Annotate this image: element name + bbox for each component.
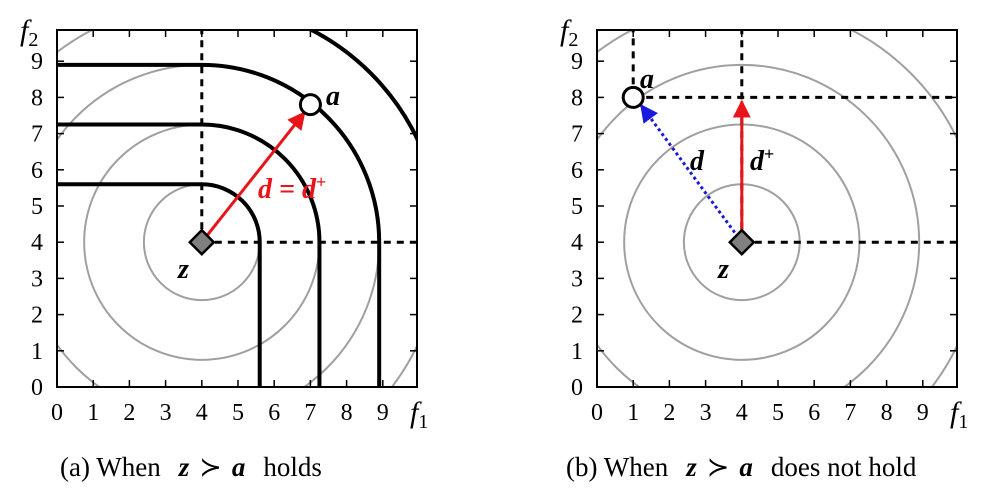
x-tick-label: 9 bbox=[377, 400, 389, 426]
y-tick-label: 5 bbox=[571, 194, 583, 220]
panel-b-caption-a: a bbox=[739, 452, 753, 482]
x-tick-label: 8 bbox=[881, 400, 893, 426]
y-tick-label: 1 bbox=[571, 339, 583, 365]
panel-b-dplus-main: d bbox=[750, 146, 765, 177]
panel-a-vector-label-main: d = d bbox=[258, 174, 317, 205]
x-tick-label: 8 bbox=[341, 400, 353, 426]
panel-a-caption-prefix: (a) When bbox=[60, 452, 161, 482]
x-tick-label: 4 bbox=[736, 400, 748, 426]
x-tick-label: 0 bbox=[591, 400, 603, 426]
x-tick-label: 3 bbox=[160, 400, 172, 426]
x-tick-label: 2 bbox=[663, 400, 675, 426]
y-tick-label: 8 bbox=[31, 85, 43, 111]
panel-b-y-axis-label: f2 bbox=[560, 14, 578, 51]
panel-b-y-axis-sub: 2 bbox=[568, 29, 578, 51]
panel-b-a-marker bbox=[621, 85, 645, 109]
panel-b-z-marker bbox=[728, 228, 756, 256]
panel-b-caption-rel: ≻ bbox=[707, 452, 730, 482]
y-tick-label: 9 bbox=[31, 49, 43, 75]
y-tick-label: 0 bbox=[31, 375, 43, 401]
y-tick-label: 3 bbox=[31, 266, 43, 292]
panel-a-x-axis-sub: 1 bbox=[418, 411, 428, 433]
panel-a-vector-d bbox=[200, 111, 306, 244]
panel-b-d-label: d bbox=[690, 146, 705, 177]
x-tick-label: 1 bbox=[627, 400, 639, 426]
y-tick-label: 3 bbox=[571, 266, 583, 292]
y-tick-label: 0 bbox=[571, 375, 583, 401]
panel-a-black-contours bbox=[57, 30, 417, 387]
panel-a-y-axis-sub: 2 bbox=[28, 29, 38, 51]
x-tick-label: 4 bbox=[196, 400, 208, 426]
panel-a-x-axis-label: f1 bbox=[410, 396, 428, 433]
x-tick-label: 1 bbox=[87, 400, 99, 426]
panel-b-caption-prefix: (b) When bbox=[566, 452, 669, 482]
panel-b-caption: (b) When z ≻ a does not hold bbox=[566, 452, 917, 482]
y-tick-label: 7 bbox=[31, 122, 43, 148]
panel-b-dashed-lines bbox=[631, 30, 957, 244]
panel-b-z-label: z bbox=[717, 254, 729, 285]
panel-a-caption-rel: ≻ bbox=[199, 452, 222, 482]
panel-b-frame bbox=[596, 29, 958, 388]
y-tick-label: 6 bbox=[571, 158, 583, 184]
panel-a-frame bbox=[56, 29, 418, 388]
panel-b-vector-d bbox=[639, 103, 744, 244]
y-tick-label: 2 bbox=[571, 303, 583, 329]
y-tick-label: 5 bbox=[31, 194, 43, 220]
x-tick-label: 7 bbox=[844, 400, 856, 426]
panel-b-x-axis-sub: 1 bbox=[958, 411, 968, 433]
panel-a-caption-z: z bbox=[178, 452, 190, 482]
panel-b-caption-z: z bbox=[685, 452, 697, 482]
panel-b-a-label: a bbox=[640, 64, 654, 95]
x-tick-label: 6 bbox=[268, 400, 280, 426]
black-contour bbox=[57, 62, 382, 387]
panel-a-y-axis-label: f2 bbox=[20, 14, 38, 51]
black-contour bbox=[57, 182, 262, 387]
x-tick-label: 2 bbox=[123, 400, 135, 426]
y-tick-label: 2 bbox=[31, 303, 43, 329]
y-tick-label: 6 bbox=[31, 158, 43, 184]
y-tick-label: 1 bbox=[31, 339, 43, 365]
panel-a-caption: (a) When z ≻ a holds bbox=[60, 452, 322, 482]
x-tick-label: 7 bbox=[304, 400, 316, 426]
y-tick-label: 4 bbox=[31, 230, 43, 256]
x-tick-label: 3 bbox=[700, 400, 712, 426]
panel-a-z-marker bbox=[188, 228, 216, 256]
gray-contour-circle bbox=[597, 63, 921, 387]
panel-a-caption-suffix: holds bbox=[263, 452, 322, 482]
panel-b-dplus-sup: + bbox=[764, 144, 774, 164]
x-tick-label: 5 bbox=[772, 400, 784, 426]
x-tick-label: 0 bbox=[51, 400, 63, 426]
x-tick-label: 5 bbox=[232, 400, 244, 426]
x-tick-label: 6 bbox=[808, 400, 820, 426]
panel-a-dashed-lines bbox=[200, 30, 417, 244]
panel-b-dplus-label: d+ bbox=[750, 144, 774, 177]
panel-a-a-marker bbox=[298, 93, 322, 117]
panel-a-a-label: a bbox=[326, 81, 340, 112]
panel-a-z-label: z bbox=[177, 254, 189, 285]
y-tick-label: 8 bbox=[571, 85, 583, 111]
black-contour bbox=[57, 122, 322, 387]
y-tick-label: 7 bbox=[571, 122, 583, 148]
y-tick-label: 4 bbox=[571, 230, 583, 256]
panel-a-vector-label: d = d+ bbox=[258, 172, 326, 205]
y-tick-label: 9 bbox=[571, 49, 583, 75]
panel-b-caption-suffix: does not hold bbox=[771, 452, 917, 482]
panel-a-vector-label-sup: + bbox=[316, 172, 326, 192]
panel-a-caption-a: a bbox=[232, 452, 246, 482]
x-tick-label: 9 bbox=[917, 400, 929, 426]
panel-b-x-axis-label: f1 bbox=[950, 396, 968, 433]
